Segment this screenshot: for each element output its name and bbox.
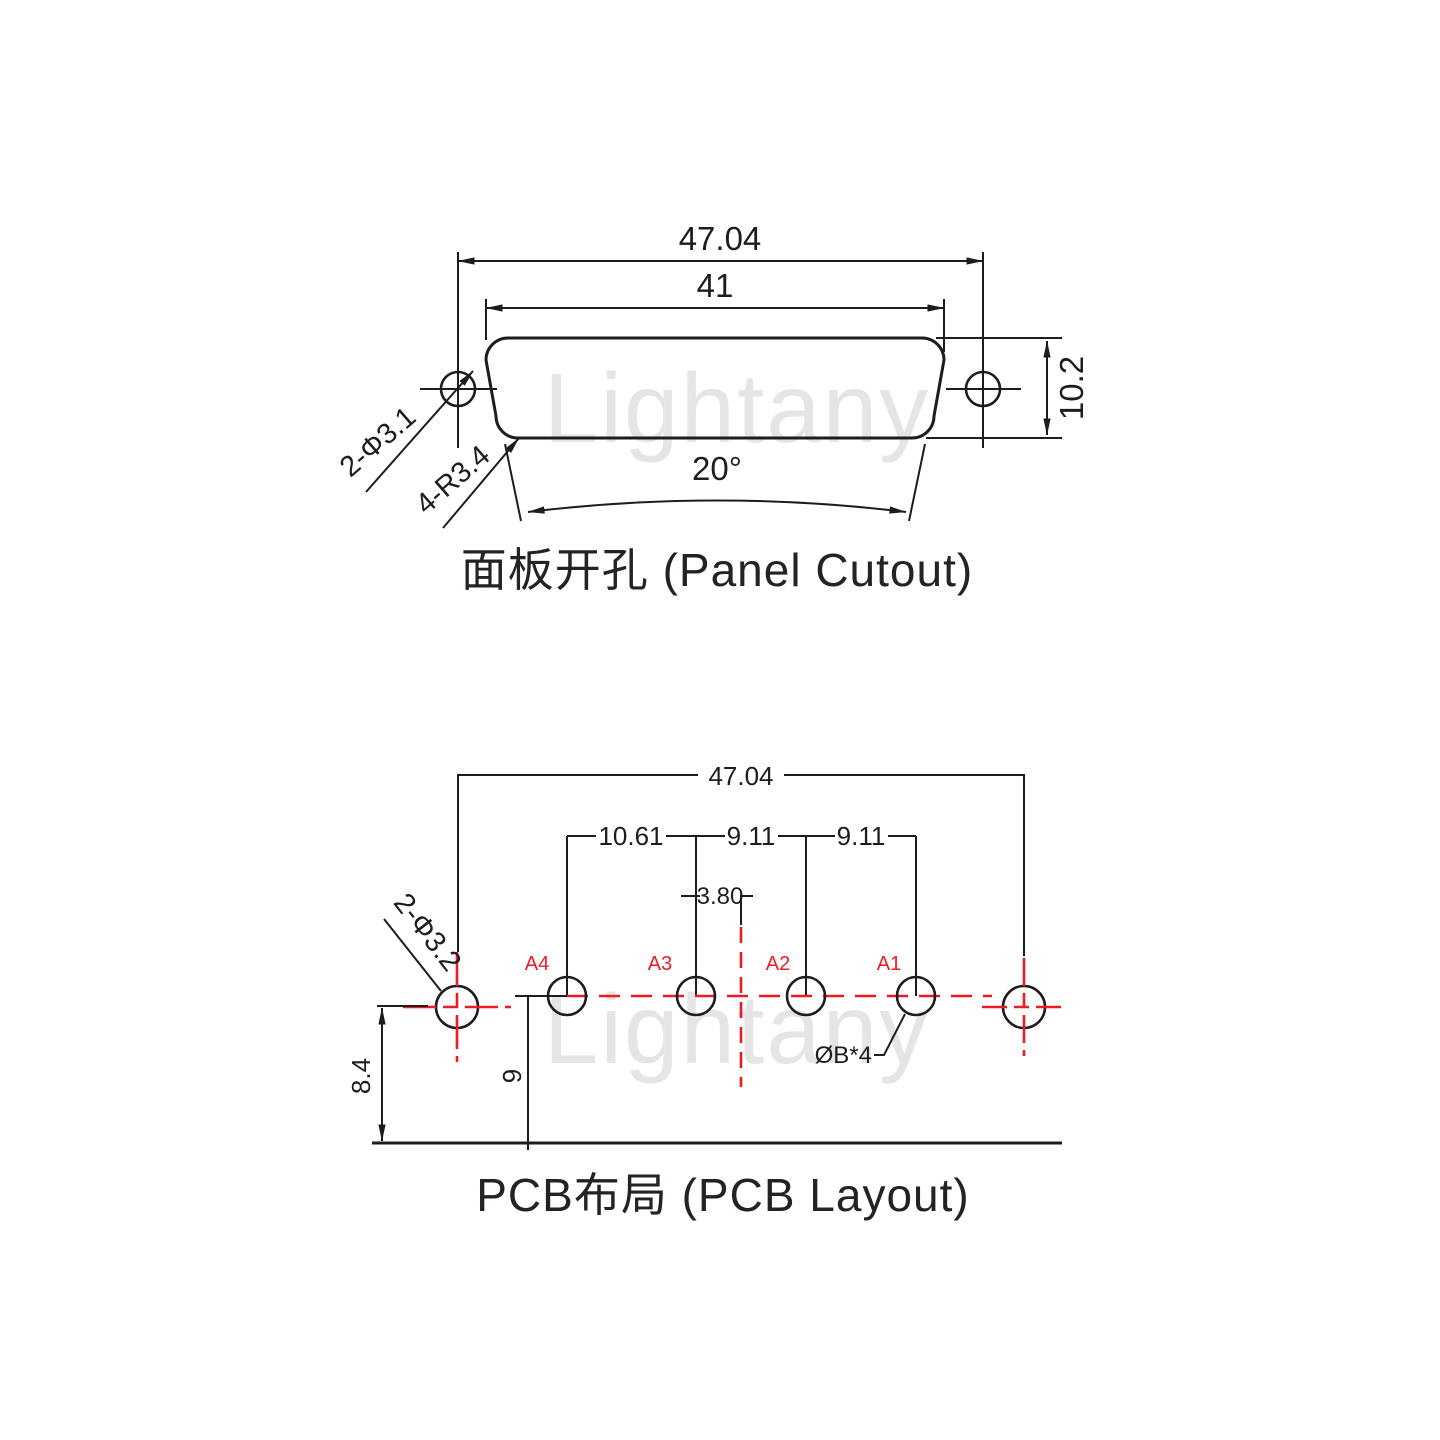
pad-label-a2: A2 (766, 953, 790, 975)
panel-dim-body-width-text: 41 (697, 267, 734, 304)
pcb-hole-spec-label: 2-Φ3.2 (383, 887, 467, 992)
pcb-hole-spec-text: 2-Φ3.2 (387, 887, 467, 977)
watermark-top: Lightany (544, 353, 931, 463)
pad-diameter-text: ØB*4 (815, 1042, 872, 1069)
pcb-dim-hole-height-text: 8.4 (346, 1058, 376, 1094)
pcb-dim-a4-a3-text: 10.61 (598, 821, 663, 851)
pad-a4 (546, 975, 588, 1017)
panel-dim-overall-width: 47.04 (457, 220, 984, 448)
pcb-dim-a3-a2-text: 9.11 (727, 821, 776, 851)
pcb-dim-pad-height-text: 9 (497, 1069, 527, 1083)
pcb-dim-overall-width-text: 47.04 (708, 761, 773, 791)
panel-mounting-hole-right (946, 370, 1021, 408)
pad-label-a4: A4 (525, 953, 549, 975)
pcb-layout-drawing: Lightany 47.04 10.61 9.11 9.11 3.80 (346, 761, 1068, 1221)
panel-dim-overall-width-text: 47.04 (679, 220, 762, 257)
pad-a3 (675, 975, 717, 1017)
panel-corner-radius-label: 4-R3.4 (410, 437, 520, 529)
pcb-dim-overall-width: 47.04 (457, 761, 1025, 956)
pad-a1 (895, 975, 937, 1017)
pad-label-a3: A3 (648, 953, 672, 975)
panel-dim-angle: 20° (504, 443, 926, 522)
panel-caption: 面板开孔 (Panel Cutout) (461, 544, 973, 596)
pcb-mount-hole-right (982, 958, 1068, 1056)
pad-a2 (785, 975, 827, 1017)
pad-diameter-label: ØB*4 (815, 1013, 906, 1069)
panel-cutout-drawing: Lightany 47.04 41 (334, 220, 1090, 596)
pcb-dim-pad-height: 9 (497, 996, 529, 1150)
panel-dim-angle-text: 20° (692, 450, 742, 487)
pad-label-a1: A1 (877, 953, 901, 975)
pcb-dim-center-offset-text: 3.80 (697, 883, 744, 910)
watermark-bottom: Lightany (544, 974, 931, 1084)
panel-dim-height: 10.2 (926, 337, 1090, 439)
pcb-dim-a2-a1-text: 9.11 (837, 821, 886, 851)
pcb-pad-pitch-dims: 10.61 9.11 9.11 (566, 821, 917, 996)
panel-dim-body-width: 41 (485, 267, 945, 352)
panel-dim-height-text: 10.2 (1053, 356, 1090, 420)
panel-mounting-hole-left (420, 370, 497, 408)
pcb-dim-center-offset: 3.80 (681, 883, 753, 925)
connector-body-outline (484, 336, 946, 440)
pcb-dim-hole-height: 8.4 (346, 1005, 428, 1142)
pcb-caption: PCB布局 (PCB Layout) (476, 1169, 969, 1221)
